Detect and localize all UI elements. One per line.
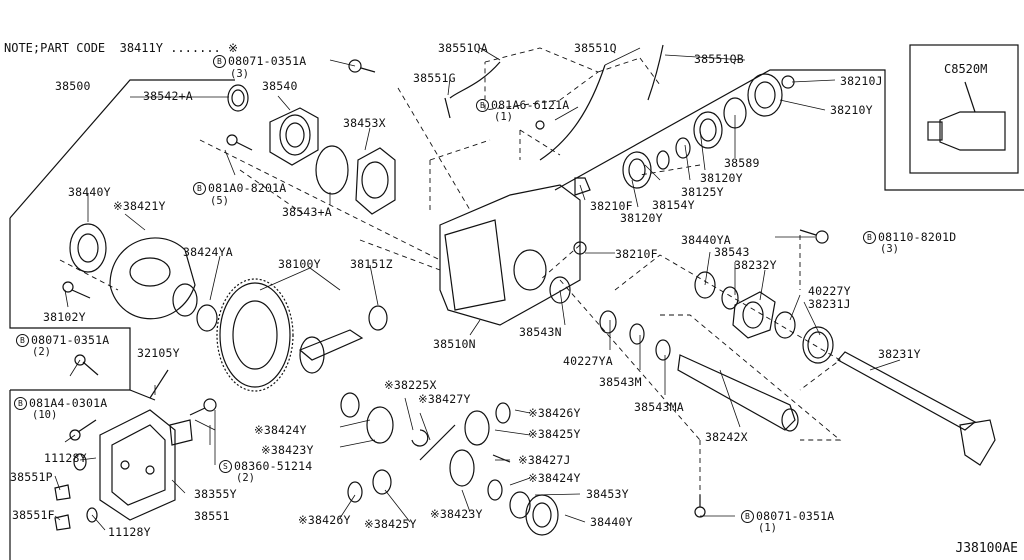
part-label-38440y-top[interactable]: 38440Y — [68, 185, 111, 199]
inset-label: C8520M — [944, 62, 988, 76]
part-label-38210y[interactable]: 38210Y — [830, 103, 873, 117]
part-label-38426y-b[interactable]: ※38426Y — [298, 513, 351, 527]
part-label-38543n[interactable]: 38543N — [519, 325, 562, 339]
part-label-38543a[interactable]: 38543+A — [282, 205, 332, 219]
part-label-38151z[interactable]: 38151Z — [350, 257, 393, 271]
bolt-qty: (1) — [758, 522, 777, 534]
part-label-38425y-b[interactable]: ※38425Y — [364, 517, 417, 531]
part-label-38551g[interactable]: 38551G — [413, 71, 456, 85]
part-label-38427y[interactable]: ※38427Y — [418, 392, 471, 406]
bolt-qty: (2) — [236, 472, 255, 484]
part-label-38551[interactable]: 38551 — [194, 509, 230, 523]
part-label-38242x[interactable]: 38242X — [705, 430, 748, 444]
part-label-38425y-a[interactable]: ※38425Y — [528, 427, 581, 441]
part-label-38440ya[interactable]: 38440YA — [681, 233, 731, 247]
part-label-38125y[interactable]: 38125Y — [681, 185, 724, 199]
part-label-38551qa[interactable]: 38551QA — [438, 41, 488, 55]
part-label-38120y-a[interactable]: 38120Y — [620, 211, 663, 225]
bolt-qty: (3) — [880, 243, 899, 255]
part-label-38453y[interactable]: 38453Y — [586, 487, 629, 501]
bolt-qty: (1) — [494, 111, 513, 123]
bolt-qty: (5) — [210, 195, 229, 207]
diagram-code: J38100AE — [955, 541, 1018, 556]
note-prefix: NOTE;PART CODE — [4, 41, 106, 55]
part-label-38120y-b[interactable]: 38120Y — [700, 171, 743, 185]
part-label-38551qb[interactable]: 38551QB — [694, 52, 744, 66]
part-label-38510n[interactable]: 38510N — [433, 337, 476, 351]
part-label-38423y-b[interactable]: ※38423Y — [430, 507, 483, 521]
part-label-38426y-a[interactable]: ※38426Y — [528, 406, 581, 420]
bolt-qty: (10) — [32, 409, 58, 421]
part-label-38551f[interactable]: 38551F — [12, 508, 55, 522]
part-label-38540[interactable]: 38540 — [262, 79, 298, 93]
part-label-38102y[interactable]: 38102Y — [43, 310, 86, 324]
part-label-40227y[interactable]: 40227Y — [808, 284, 851, 298]
note-code: 38411Y — [119, 41, 163, 55]
bolt-qty: (2) — [32, 346, 51, 358]
part-label-38424y-b[interactable]: ※38424Y — [528, 471, 581, 485]
part-label-38231y[interactable]: 38231Y — [878, 347, 921, 361]
part-label-38210f-b[interactable]: 38210F — [615, 247, 658, 261]
part-label-38543[interactable]: 38543 — [714, 245, 750, 259]
part-label-38355y[interactable]: 38355Y — [194, 487, 237, 501]
part-label-38100y[interactable]: 38100Y — [278, 257, 321, 271]
part-code-note: NOTE;PART CODE 38411Y ....... ※ — [4, 41, 238, 55]
part-label-38542a[interactable]: 38542+A — [143, 89, 193, 103]
part-label-38424y-a[interactable]: ※38424Y — [254, 423, 307, 437]
part-label-38589[interactable]: 38589 — [724, 156, 760, 170]
part-label-38210j[interactable]: 38210J — [840, 74, 883, 88]
part-label-38424ya[interactable]: 38424YA — [183, 245, 233, 259]
part-label-32105y[interactable]: 32105Y — [137, 346, 180, 360]
part-label-38154y[interactable]: 38154Y — [652, 198, 695, 212]
part-label-38421y[interactable]: ※38421Y — [113, 199, 166, 213]
note-mark: ※ — [228, 41, 239, 55]
part-label-38427j[interactable]: ※38427J — [518, 453, 571, 467]
part-label-11128y-a[interactable]: 11128Y — [44, 451, 87, 465]
part-label-38453x[interactable]: 38453X — [343, 116, 386, 130]
part-label-38440y-bot[interactable]: 38440Y — [590, 515, 633, 529]
part-label-38231j[interactable]: 38231J — [808, 297, 851, 311]
part-label-38543ma[interactable]: 38543MA — [634, 400, 684, 414]
part-label-38500[interactable]: 38500 — [55, 79, 91, 93]
part-label-38423y-a[interactable]: ※38423Y — [261, 443, 314, 457]
part-label-38210f-a[interactable]: 38210F — [590, 199, 633, 213]
note-dots: ....... — [170, 41, 221, 55]
part-label-40227ya[interactable]: 40227YA — [563, 354, 613, 368]
part-label-38232y[interactable]: 38232Y — [734, 258, 777, 272]
bolt-qty: (3) — [230, 68, 249, 80]
part-label-38551p[interactable]: 38551P — [10, 470, 53, 484]
part-label-38543m[interactable]: 38543M — [599, 375, 642, 389]
part-label-38225x[interactable]: ※38225X — [384, 378, 437, 392]
part-label-38551q[interactable]: 38551Q — [574, 41, 617, 55]
part-label-11128y-b[interactable]: 11128Y — [108, 525, 151, 539]
